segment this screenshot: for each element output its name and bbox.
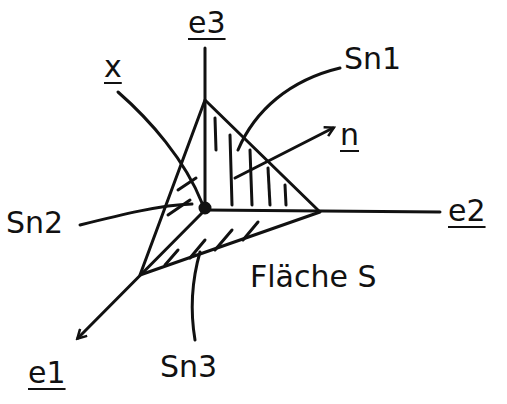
axis-label: e3 xyxy=(188,8,226,38)
axis-label: e2 xyxy=(448,196,486,226)
surface-label: Fläche S xyxy=(250,262,377,292)
axis-label: e1 xyxy=(28,358,66,388)
point-label: x xyxy=(104,52,122,82)
surface-label: Sn3 xyxy=(160,352,217,382)
surface-label: Sn2 xyxy=(6,208,63,238)
surface-label: Sn1 xyxy=(344,44,401,74)
vector-label: n xyxy=(340,120,359,150)
